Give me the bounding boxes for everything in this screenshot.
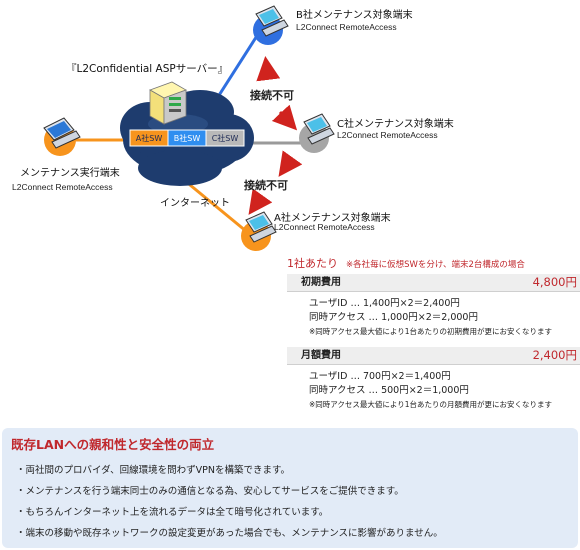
initial-fee-note: ※同時アクセス最大値により1台あたりの初期費用が更にお安くなります (309, 327, 553, 336)
monthly-fee-line: 同時アクセス … 500円×2＝1,000円 (309, 385, 469, 396)
cloud-label: インターネット (160, 198, 230, 209)
monthly-fee-row: 月額費用 2,400円 (287, 347, 580, 365)
target-c-name: C社メンテナンス対象端末 (337, 119, 454, 130)
target-a-name: A社メンテナンス対象端末 (274, 213, 391, 224)
switch-c-label: C社SW (212, 133, 239, 143)
initial-fee-amount: 4,800円 (532, 275, 577, 289)
pricing-heading: 1社あたり ※各社毎に仮想SWを分け、端末2台構成の場合 (287, 255, 580, 272)
merit-item: ・端末の移動や既存ネットワークの設定変更があった場合でも、メンテナンスに影響があ… (16, 528, 443, 539)
target-b-software: L2Connect RemoteAccess (296, 22, 397, 32)
executor-software: L2Connect RemoteAccess (12, 182, 113, 192)
target-c-software: L2Connect RemoteAccess (337, 130, 438, 140)
switch-c: C社SW (205, 129, 245, 147)
target-b-name: B社メンテナンス対象端末 (296, 10, 413, 21)
merit-item: ・メンテナンスを行う端末同士のみの通信となる為、安心してサービスをご提供できます… (16, 486, 404, 497)
switch-a: A社SW (129, 129, 169, 147)
monthly-fee-note: ※同時アクセス最大値により1台あたりの月額費用が更にお安くなります (309, 400, 553, 409)
network-diagram: A社SW B社SW C社SW (43, 5, 335, 251)
initial-fee-line: 同時アクセス … 1,000円×2＝2,000円 (309, 312, 478, 323)
monthly-fee-line: ユーザID … 700円×2＝1,400円 (309, 371, 451, 382)
monthly-fee-label: 月額費用 (301, 350, 341, 361)
target-a-software: L2Connect RemoteAccess (274, 222, 375, 232)
deny-arrow-bottom (248, 150, 303, 215)
switch-b-label: B社SW (174, 133, 201, 143)
initial-fee-label: 初期費用 (301, 277, 341, 288)
pricing-panel: 1社あたり※各社毎に仮想SWを分け、端末2台構成の場合 初期費用 4,800円 … (287, 255, 580, 412)
target-a-terminal-icon (241, 211, 277, 251)
monthly-fee-amount: 2,400円 (532, 348, 577, 362)
executor-terminal-icon (43, 117, 81, 156)
deny-label-top: 接続不可 (250, 89, 294, 102)
server-icon (149, 81, 187, 125)
target-c-terminal-icon (299, 113, 335, 153)
deny-label-bottom: 接続不可 (244, 179, 288, 192)
merit-box: 既存LANへの親和性と安全性の両立 ・両社間のプロバイダ、回線環境を問わずVPN… (2, 428, 578, 548)
pricing-heading-label: 1社あたり (287, 257, 338, 270)
pricing-heading-note: ※各社毎に仮想SWを分け、端末2台構成の場合 (346, 260, 525, 270)
server-label: 『L2Confidential ASPサーバー』 (66, 63, 229, 75)
initial-fee-line: ユーザID … 1,400円×2＝2,400円 (309, 298, 460, 309)
target-b-terminal-icon (253, 5, 289, 45)
switch-b: B社SW (167, 129, 207, 147)
merit-title: 既存LANへの親和性と安全性の両立 (11, 437, 215, 452)
executor-name: メンテナンス実行端末 (20, 168, 120, 179)
switch-a-label: A社SW (136, 133, 163, 143)
merit-item: ・両社間のプロバイダ、回線環境を問わずVPNを構築できます。 (16, 465, 291, 476)
deny-arrow-top (256, 56, 298, 131)
initial-fee-row: 初期費用 4,800円 (287, 274, 580, 292)
merit-item: ・もちろんインターネット上を流れるデータは全て暗号化されています。 (16, 507, 329, 518)
